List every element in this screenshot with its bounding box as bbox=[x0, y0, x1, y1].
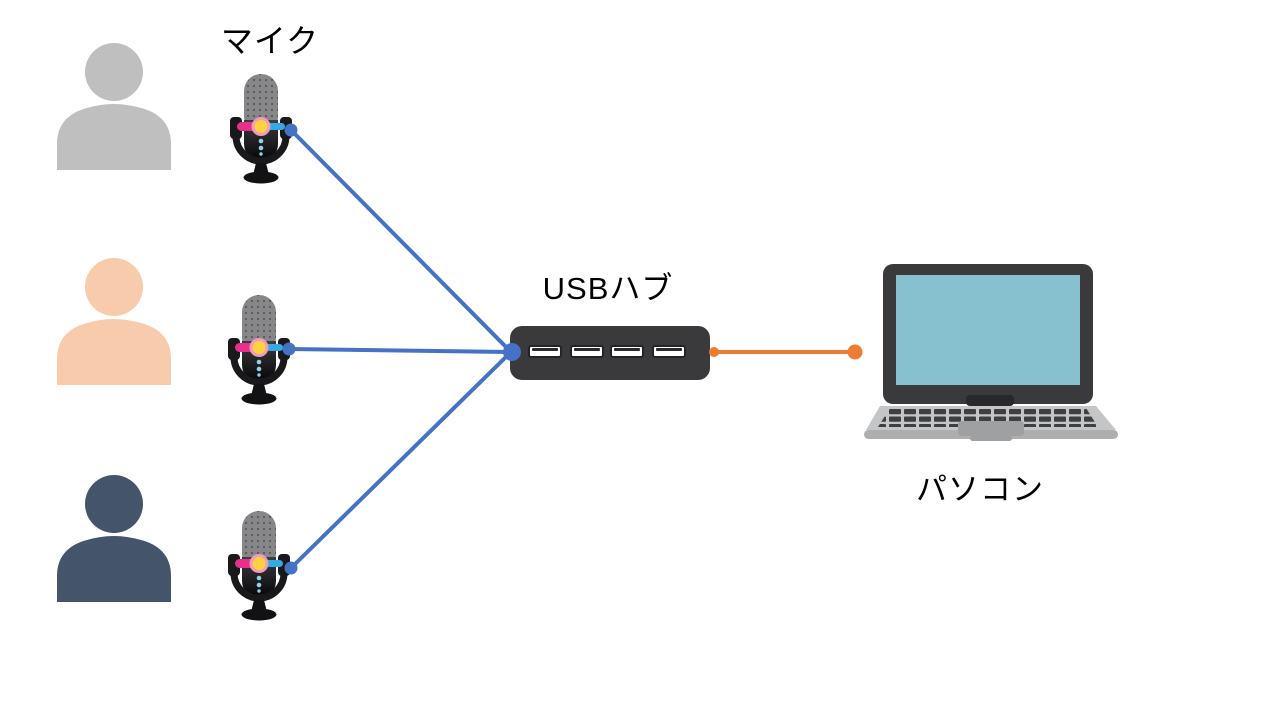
usb-hub-icon bbox=[510, 326, 710, 380]
usb-port-3 bbox=[610, 345, 644, 358]
microphone-icon-1 bbox=[228, 72, 294, 186]
laptop-icon bbox=[864, 264, 1118, 441]
usb-port-slot bbox=[614, 348, 640, 351]
person-icon-navy bbox=[55, 474, 173, 602]
usb-port-slot bbox=[656, 348, 682, 351]
microphone-icon-2 bbox=[226, 293, 292, 407]
edge-mic1-hub bbox=[289, 128, 513, 354]
usb-port-4 bbox=[652, 345, 686, 358]
usb-port-2 bbox=[570, 345, 604, 358]
usb-port-slot bbox=[574, 348, 600, 351]
microphone-icon-3 bbox=[226, 509, 292, 623]
edge-mic3-hub bbox=[289, 350, 513, 570]
usb-port-1 bbox=[528, 345, 562, 358]
usb-port-slot bbox=[532, 348, 558, 351]
person-icon-gray bbox=[55, 42, 173, 170]
microphone-label: マイク bbox=[220, 23, 320, 59]
edge-mic2-hub bbox=[288, 347, 512, 354]
computer-label: パソコン bbox=[916, 472, 1044, 507]
connector-dot-hub-right bbox=[709, 347, 719, 357]
person-icon-peach bbox=[55, 257, 173, 385]
usb-hub-label: USBハブ bbox=[542, 271, 674, 306]
